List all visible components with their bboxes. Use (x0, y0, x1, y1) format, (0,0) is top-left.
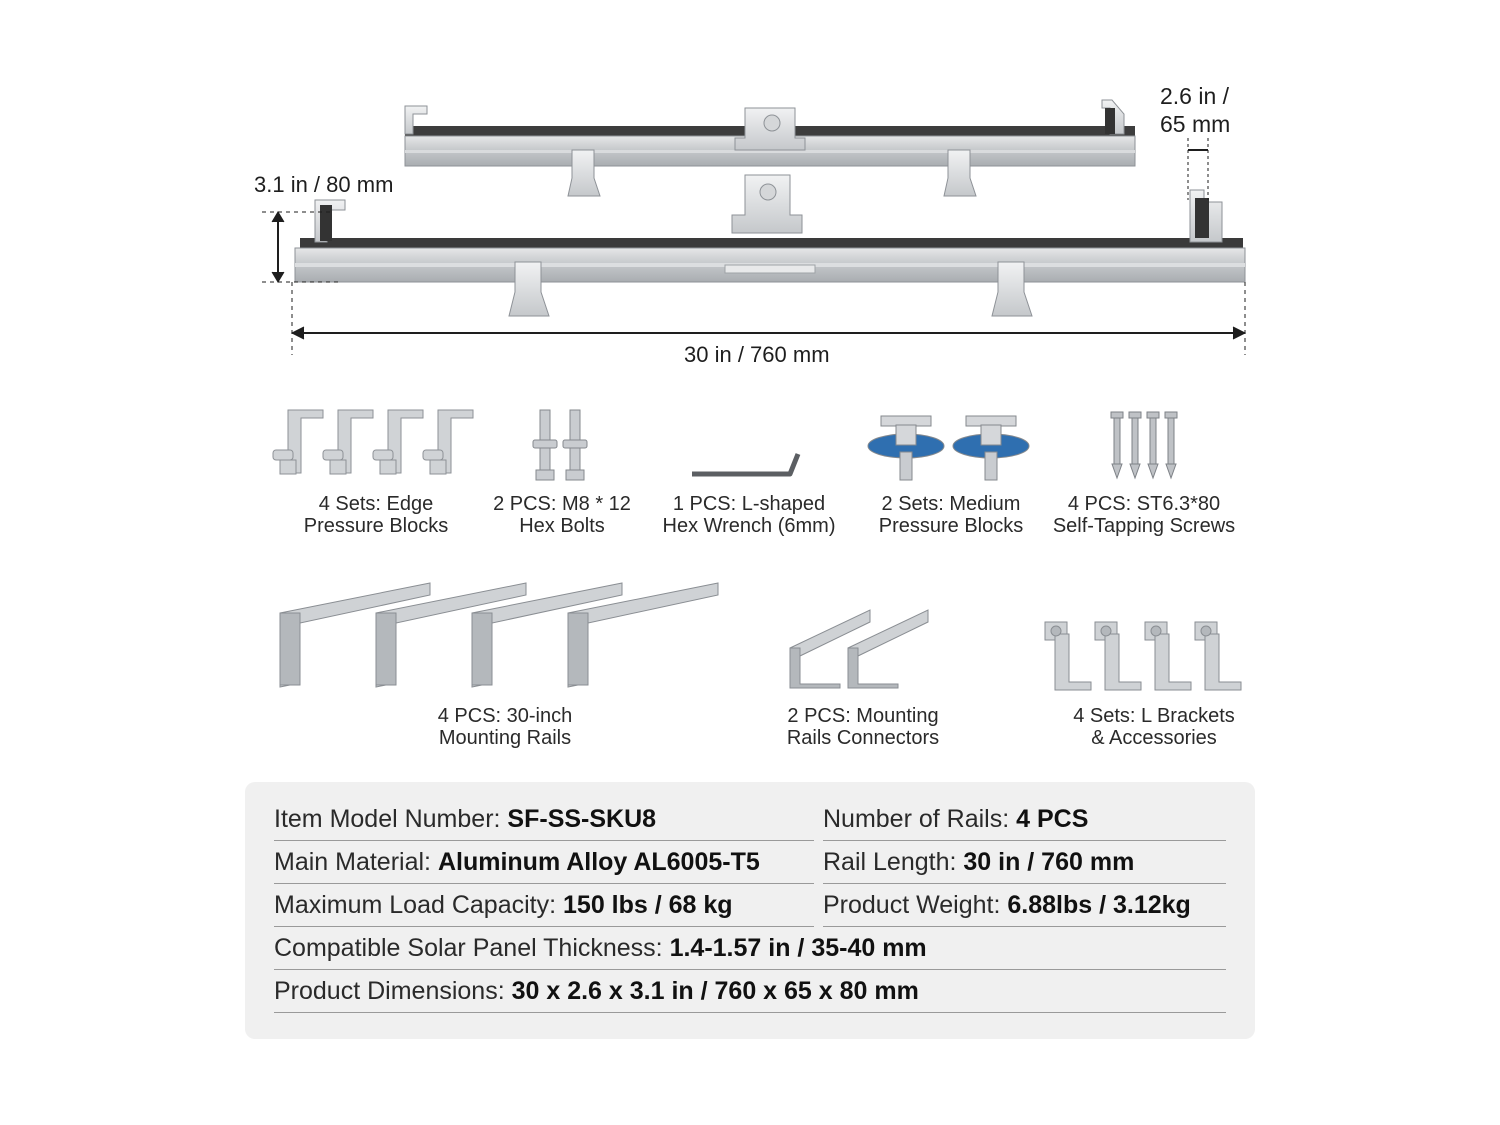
spec-value: 30 in / 760 mm (963, 848, 1135, 876)
length-dimension-label: 30 in / 760 mm (684, 342, 830, 367)
caption-line: 4 PCS: ST6.3*80 (1067, 493, 1221, 515)
component-caption-rails: 4 PCS: 30-inch Mounting Rails (405, 705, 605, 749)
spec-product-dimensions: Product Dimensions: 30 x 2.6 x 3.1 in / … (274, 970, 1226, 1013)
medium-pressure-block-icon (867, 415, 1030, 481)
spec-panel-thickness: Compatible Solar Panel Thickness: 1.4-1.… (274, 927, 1226, 970)
caption-line: 1 PCS: L-shaped (672, 493, 826, 515)
component-caption-screws: 4 PCS: ST6.3*80 Self-Tapping Screws (1034, 493, 1254, 537)
caption-line: Self-Tapping Screws (1052, 515, 1236, 537)
spec-label: Compatible Solar Panel Thickness: (274, 934, 670, 962)
caption-line: 2 Sets: Medium (881, 493, 1021, 515)
component-caption-hex-wrench: 1 PCS: L-shaped Hex Wrench (6mm) (649, 493, 849, 537)
l-bracket-icon (1044, 621, 1242, 691)
spec-number-of-rails: Number of Rails: 4 PCS (823, 798, 1226, 841)
spec-label: Product Weight: (823, 891, 1008, 919)
spec-label: Maximum Load Capacity: (274, 891, 564, 919)
spec-model-number: Item Model Number: SF-SS-SKU8 (274, 798, 814, 841)
caption-line: Hex Wrench (6mm) (662, 515, 836, 537)
mounting-rail-icon (279, 582, 719, 688)
spec-label: Rail Length: (823, 848, 964, 876)
spec-value: SF-SS-SKU8 (507, 805, 657, 833)
self-tapping-screw-icon (1110, 411, 1178, 480)
caption-line: 4 PCS: 30-inch (437, 705, 573, 727)
component-caption-l-brackets: 4 Sets: L Brackets & Accessories (1034, 705, 1274, 749)
caption-line: & Accessories (1091, 727, 1217, 749)
component-caption-connectors: 2 PCS: Mounting Rails Connectors (763, 705, 963, 749)
front-rail (294, 174, 1246, 317)
component-caption-edge-blocks: 4 Sets: Edge Pressure Blocks (276, 493, 476, 537)
specification-panel (245, 782, 1255, 1039)
spec-value: 150 lbs / 68 kg (563, 891, 733, 919)
spec-label: Product Dimensions: (274, 977, 512, 1005)
spec-value: 4 PCS (1016, 805, 1089, 833)
width-dimension-line2: 65 mm (1160, 111, 1231, 137)
hex-wrench-icon (692, 453, 801, 477)
spec-value: Aluminum Alloy AL6005-T5 (437, 848, 760, 876)
spec-label: Number of Rails: (823, 805, 1017, 833)
rail-connector-icon (789, 609, 929, 689)
spec-label: Main Material: (274, 848, 438, 876)
spec-value: 30 x 2.6 x 3.1 in / 760 x 65 x 80 mm (511, 977, 919, 1005)
caption-line: Pressure Blocks (878, 515, 1024, 537)
caption-line: 2 PCS: Mounting (787, 705, 939, 727)
width-dimension-label: 2.6 in / 65 mm (1160, 82, 1230, 138)
caption-line: Hex Bolts (519, 515, 605, 537)
back-rail (404, 99, 1136, 197)
caption-line: Rails Connectors (786, 727, 940, 749)
dimension-lines (262, 138, 1247, 355)
spec-value: 6.88lbs / 3.12kg (1007, 891, 1191, 919)
caption-line: 4 Sets: Edge (318, 493, 434, 515)
assembled-rails-illustration (262, 99, 1247, 355)
spec-rail-length: Rail Length: 30 in / 760 mm (823, 841, 1226, 884)
component-caption-hex-bolts: 2 PCS: M8 * 12 Hex Bolts (462, 493, 662, 537)
spec-product-weight: Product Weight: 6.88lbs / 3.12kg (823, 884, 1226, 927)
caption-line: Pressure Blocks (303, 515, 449, 537)
hex-bolt-icon (532, 409, 588, 481)
component-caption-medium-blocks: 2 Sets: Medium Pressure Blocks (851, 493, 1051, 537)
width-dimension-line1: 2.6 in / (1160, 83, 1230, 109)
caption-line: 4 Sets: L Brackets (1073, 705, 1235, 727)
spec-load-capacity: Maximum Load Capacity: 150 lbs / 68 kg (274, 884, 814, 927)
height-dimension-label: 3.1 in / 80 mm (254, 172, 394, 197)
spec-main-material: Main Material: Aluminum Alloy AL6005-T5 (274, 841, 814, 884)
spec-value: 1.4-1.57 in / 35-40 mm (669, 934, 927, 962)
caption-line: Mounting Rails (438, 727, 572, 749)
edge-pressure-block-icon (272, 409, 474, 475)
spec-label: Item Model Number: (274, 805, 508, 833)
caption-line: 2 PCS: M8 * 12 (493, 493, 631, 515)
